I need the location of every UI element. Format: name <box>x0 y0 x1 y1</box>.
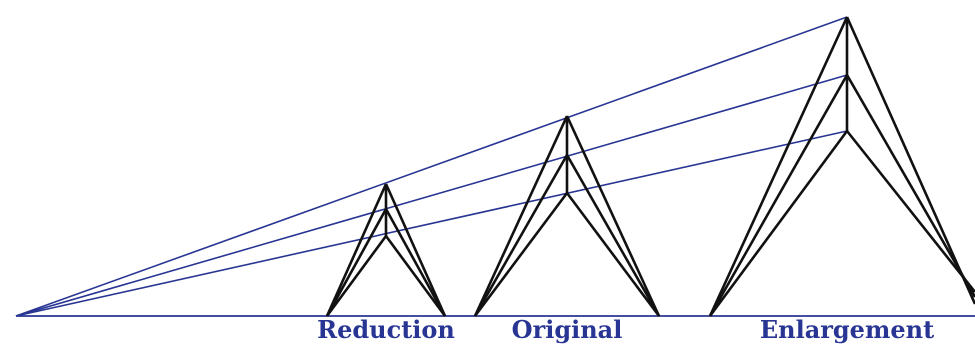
figure-reduction <box>325 183 447 317</box>
projection-rays <box>15 16 848 317</box>
label-enlargement: Enlargement <box>759 315 935 344</box>
projection-ray-bottom <box>15 130 848 317</box>
figure-enlargement <box>708 16 975 317</box>
projection-ray-top <box>15 16 848 317</box>
projection-ray-middle <box>15 74 848 317</box>
figure-original <box>473 115 661 317</box>
label-original: Original <box>511 315 623 344</box>
label-reduction: Reduction <box>317 315 455 344</box>
